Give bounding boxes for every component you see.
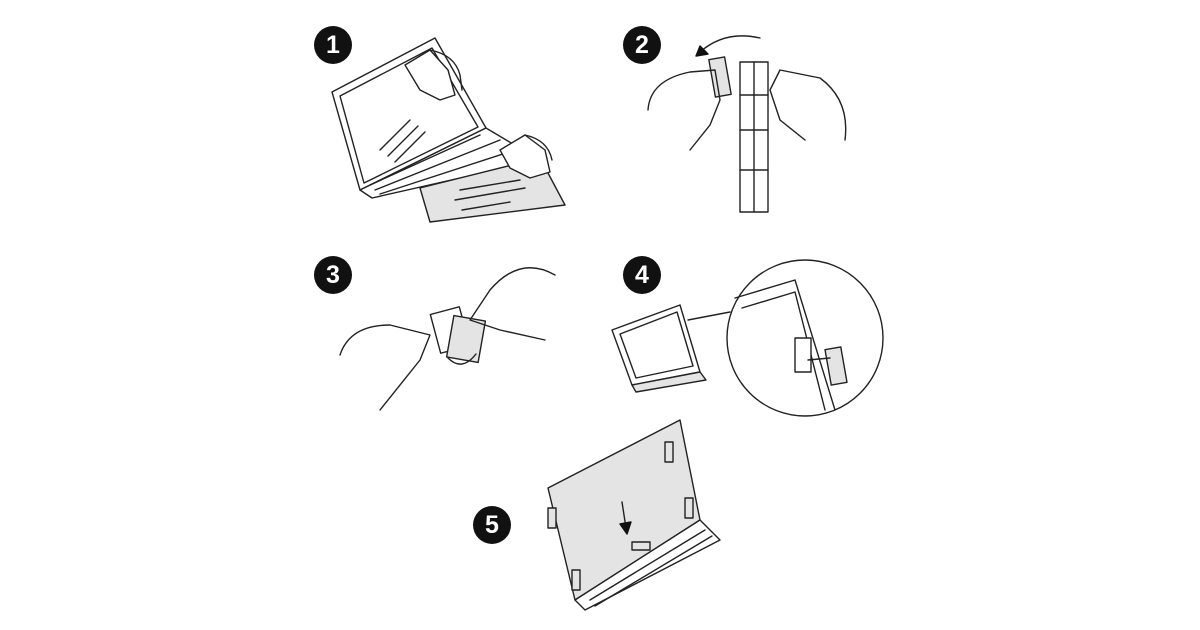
- step-5-install-filter-illustration: [547, 419, 721, 611]
- step-2-tab-strip-illustration: [647, 35, 847, 213]
- step-4-attach-tab-illustration: [611, 259, 884, 417]
- step-3-badge: 3: [314, 256, 352, 294]
- step-2-badge: 2: [623, 26, 661, 64]
- step-5-badge: 5: [473, 506, 511, 544]
- step-1-badge: 1: [314, 26, 352, 64]
- step-1-laptop-cleaning-illustration: [331, 37, 566, 223]
- step-3-peel-tab-illustration: [339, 267, 556, 411]
- step-4-badge: 4: [623, 256, 661, 294]
